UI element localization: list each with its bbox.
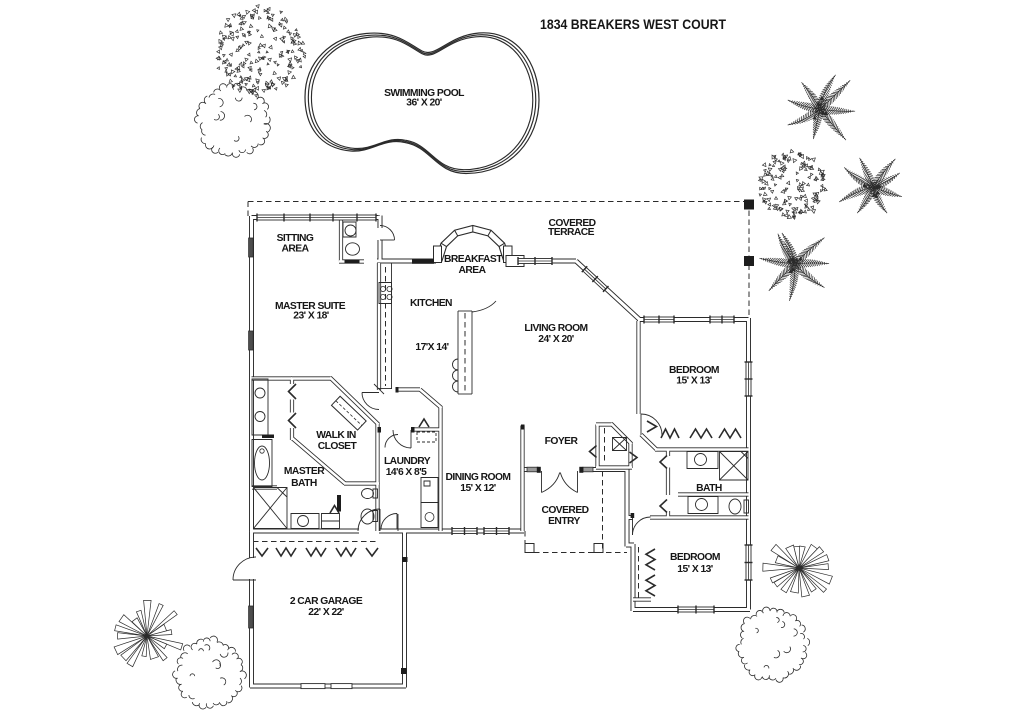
label-kitchen-size: 17'X 14' <box>415 342 448 353</box>
label-breakfast-area-2: AREA <box>459 265 487 276</box>
label-covered-entry-2: ENTRY <box>548 516 580 527</box>
label-bedroom-lower-name: BEDROOM <box>670 552 720 563</box>
label-bedroom-upper-name: BEDROOM <box>669 365 719 376</box>
label-kitchen-name: KITCHEN <box>410 298 452 309</box>
label-sitting-area-2: AREA <box>282 244 310 255</box>
room-labels: 1834 BREAKERS WEST COURT SWIMMING POOL 3… <box>275 17 727 618</box>
shrub-tree <box>215 4 307 98</box>
label-bath-name: BATH <box>696 483 722 494</box>
cloud-tree <box>194 82 271 158</box>
label-swimming-pool-size: 36' X 20' <box>406 98 442 109</box>
label-sitting-area-1: SITTING <box>277 233 314 244</box>
swimming-pool-shape <box>304 32 540 175</box>
label-master-suite-name: MASTER SUITE <box>275 301 346 312</box>
label-living-room-size: 24' X 20' <box>538 334 574 345</box>
label-covered-terrace-1: COVERED <box>548 218 595 229</box>
label-master-bath-2: BATH <box>291 478 317 489</box>
fan-palm-tree <box>762 543 833 598</box>
columns-and-jambs <box>262 199 754 674</box>
label-garage-size: 22' X 22' <box>308 607 344 618</box>
landscape-trees <box>113 4 903 710</box>
label-walk-in-closet-1: WALK IN <box>316 430 356 441</box>
label-dining-room-size: 15' X 12' <box>460 483 496 494</box>
label-master-bath-1: MASTER <box>284 466 325 477</box>
interior-walls <box>251 219 749 602</box>
shrub-tree <box>757 148 828 220</box>
cloud-tree <box>172 635 247 710</box>
label-swimming-pool-name: SWIMMING POOL <box>384 88 464 99</box>
palm-tree <box>838 157 903 214</box>
label-master-suite-size: 23' X 18' <box>293 311 329 322</box>
label-bedroom-upper-size: 15' X 13' <box>676 376 712 387</box>
label-foyer-name: FOYER <box>545 436 579 447</box>
plan-title: 1834 BREAKERS WEST COURT <box>540 17 727 32</box>
label-laundry-size: 14'6 X 8'5 <box>386 467 427 478</box>
label-garage-name: 2 CAR GARAGE <box>290 596 363 607</box>
palm-tree <box>759 232 830 302</box>
palm-tree <box>787 74 856 141</box>
label-bedroom-lower-size: 15' X 13' <box>677 564 713 575</box>
cloud-tree <box>735 606 811 683</box>
label-covered-entry-1: COVERED <box>541 505 588 516</box>
label-walk-in-closet-2: CLOSET <box>318 441 358 452</box>
label-living-room-name: LIVING ROOM <box>524 323 587 334</box>
fixtures-and-doors <box>232 221 749 597</box>
label-breakfast-area-1: BREAKFAST <box>444 254 503 265</box>
fan-palm-tree <box>113 599 184 668</box>
label-laundry-name: LAUNDRY <box>384 456 431 467</box>
label-covered-terrace-2: TERRACE <box>548 227 595 238</box>
label-dining-room-name: DINING ROOM <box>446 472 511 483</box>
windows <box>248 213 753 690</box>
